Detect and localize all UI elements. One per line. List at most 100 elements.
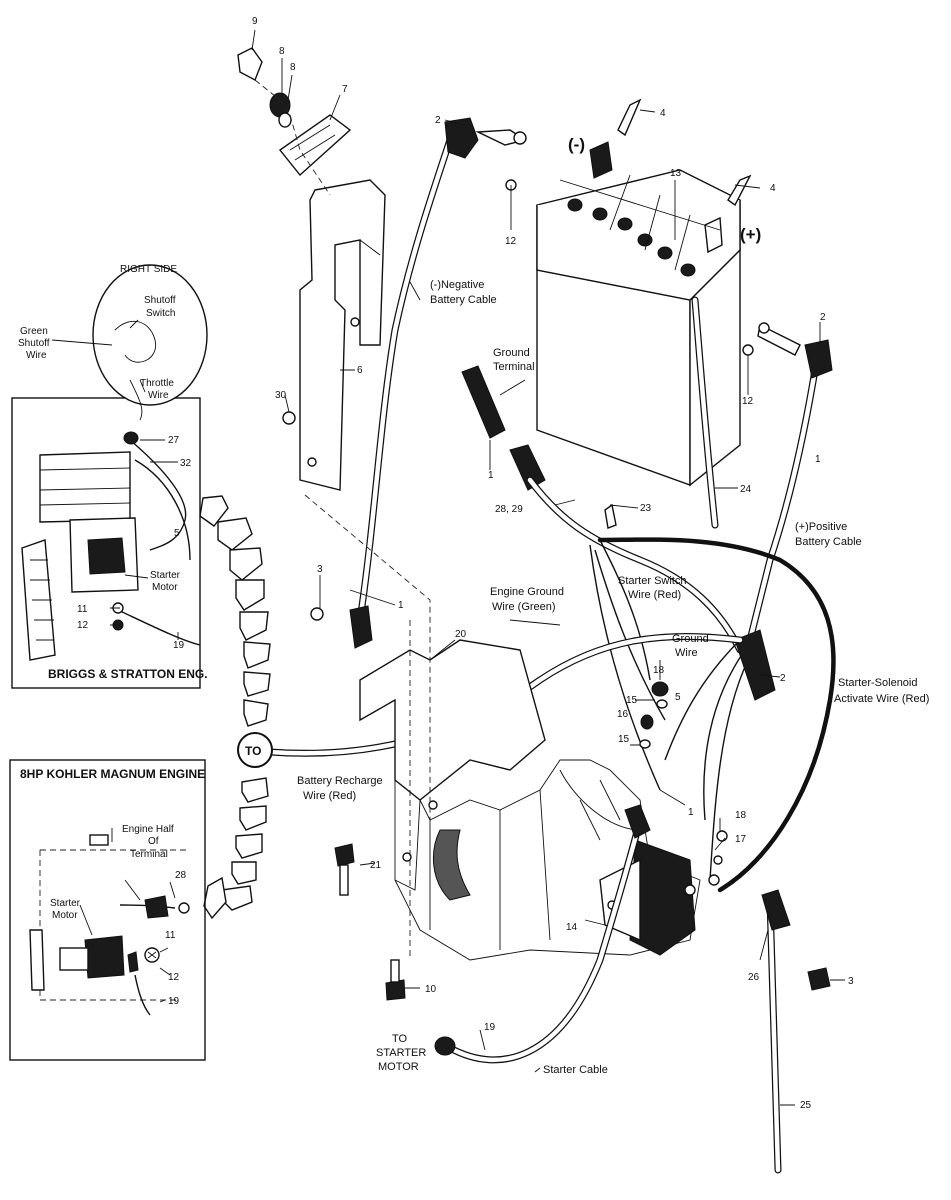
kohler-starter-label-2: Motor xyxy=(52,910,78,921)
part-number: 23 xyxy=(640,503,652,514)
part-number: 1 xyxy=(398,600,404,611)
kohler-title: 8HP KOHLER MAGNUM ENGINE xyxy=(20,767,205,781)
part-number: 4 xyxy=(770,183,776,194)
leader-lines xyxy=(251,29,845,1106)
part-number: 1 xyxy=(688,807,694,818)
wire-harness xyxy=(237,476,836,893)
part-number: 15 xyxy=(626,695,638,706)
part-number: 11 xyxy=(165,930,176,941)
part-number: 25 xyxy=(800,1100,812,1111)
starter-cable xyxy=(434,804,651,1064)
green-shutoff-label-1: Green xyxy=(20,326,48,337)
part-number: 19 xyxy=(168,996,180,1007)
to-starter-label-3: MOTOR xyxy=(378,1061,419,1073)
part-number: 1 xyxy=(815,454,821,465)
kohler-starter-label-1: Starter xyxy=(50,898,81,909)
positive-battery-cable xyxy=(746,322,833,644)
part-number: 19 xyxy=(484,1022,496,1033)
part-number: 9 xyxy=(252,16,258,27)
part-number: 12 xyxy=(77,620,89,631)
negative-symbol: (-) xyxy=(568,135,585,154)
part-number: 27 xyxy=(168,435,180,446)
part-number: 32 xyxy=(180,458,192,469)
part-number: 2 xyxy=(435,115,441,126)
starter-cable-label: Starter Cable xyxy=(543,1064,608,1076)
part-number: 12 xyxy=(505,236,517,247)
part-number: 15 xyxy=(618,734,630,745)
ground-terminal-label-1: Ground xyxy=(493,347,530,359)
key-parts xyxy=(237,47,352,196)
ground-wire-label-1: Ground xyxy=(672,633,709,645)
part-numbers: 9 8 8 7 2 4 4 12 13 2 12 6 30 1 1 28, 29… xyxy=(77,16,854,1111)
part-number: 8 xyxy=(290,62,296,73)
recharge-wire-label-1: Battery Recharge xyxy=(297,775,383,787)
recharge-wire-label-2: Wire (Red) xyxy=(303,790,356,802)
cable-25 xyxy=(761,889,791,1174)
negative-battery-cable xyxy=(310,117,527,649)
part-number: 3 xyxy=(317,564,323,575)
to-label: TO xyxy=(245,744,261,758)
neg-cable-label-1: (-)Negative xyxy=(430,279,484,291)
part-number: 7 xyxy=(342,84,348,95)
arrow-column xyxy=(199,495,271,920)
engine-ground-label-2: Wire (Green) xyxy=(492,601,556,613)
pos-cable-label-1: (+)Positive xyxy=(795,521,847,533)
part-number: 19 xyxy=(173,640,185,651)
part-number: 4 xyxy=(660,108,666,119)
solenoid-wire-label-2: Activate Wire (Red) xyxy=(834,693,929,705)
part-number: 30 xyxy=(275,390,287,401)
starter-switch-label-2: Wire (Red) xyxy=(628,589,681,601)
part-number: 18 xyxy=(653,665,665,676)
part-number: 26 xyxy=(748,972,760,983)
part-number: 24 xyxy=(740,484,752,495)
kohler-terminal-label-1: Engine Half xyxy=(122,824,174,835)
shutoff-switch-label-2: Switch xyxy=(146,308,175,319)
part-number: 28 xyxy=(175,870,187,881)
part-number: 2 xyxy=(820,312,826,323)
kohler-inset xyxy=(9,759,206,1061)
starter-switch-label-1: Starter Switch xyxy=(618,575,686,587)
part-number: 28, 29 xyxy=(495,504,523,515)
ground-terminal-label-2: Terminal xyxy=(493,361,535,373)
bolts xyxy=(334,843,831,1001)
part-number: 6 xyxy=(357,365,363,376)
part-number: 16 xyxy=(617,709,629,720)
kohler-terminal-label-2: Of xyxy=(148,836,159,847)
part-number: 1 xyxy=(488,470,494,481)
part-number: 18 xyxy=(735,810,747,821)
part-number: 5 xyxy=(675,692,681,703)
part-number: 17 xyxy=(735,834,747,845)
to-starter-label-2: STARTER xyxy=(376,1047,426,1059)
to-starter-label-1: TO xyxy=(392,1033,408,1045)
part-number: 13 xyxy=(670,168,682,179)
pos-cable-label-2: Battery Cable xyxy=(795,536,862,548)
briggs-title: BRIGGS & STRATTON ENG. xyxy=(48,667,208,681)
part-number: 12 xyxy=(168,972,180,983)
part-number: 5 xyxy=(174,528,180,539)
briggs-starter-label-1: Starter xyxy=(150,570,181,581)
part-number: 21 xyxy=(370,860,382,871)
engine-ground-label-1: Engine Ground xyxy=(490,586,564,598)
part-number: 14 xyxy=(566,922,578,933)
ground-terminal xyxy=(461,365,546,491)
battery xyxy=(536,141,741,487)
neg-cable-label-2: Battery Cable xyxy=(430,294,497,306)
throttle-wire-label-1: Throttle xyxy=(140,378,174,389)
part-number: 8 xyxy=(279,46,285,57)
positive-symbol: (+) xyxy=(740,225,761,244)
part-number: 3 xyxy=(848,976,854,987)
green-shutoff-label-2: Shutoff xyxy=(18,338,50,349)
briggs-stratton-inset xyxy=(11,264,208,689)
ground-wire-label-2: Wire xyxy=(675,647,698,659)
throttle-wire-label-2: Wire xyxy=(148,390,169,401)
part-number: 10 xyxy=(425,984,437,995)
part-number: 2 xyxy=(780,673,786,684)
right-side-label: RIGHT SIDE xyxy=(120,264,177,275)
kohler-terminal-label-3: Terminal xyxy=(130,849,168,860)
solenoid-wire-label-1: Starter-Solenoid xyxy=(838,677,918,689)
part-number: 11 xyxy=(77,604,88,615)
shutoff-switch-label-1: Shutoff xyxy=(144,295,176,306)
part-number: 20 xyxy=(455,629,467,640)
bracket-6 xyxy=(299,179,386,491)
